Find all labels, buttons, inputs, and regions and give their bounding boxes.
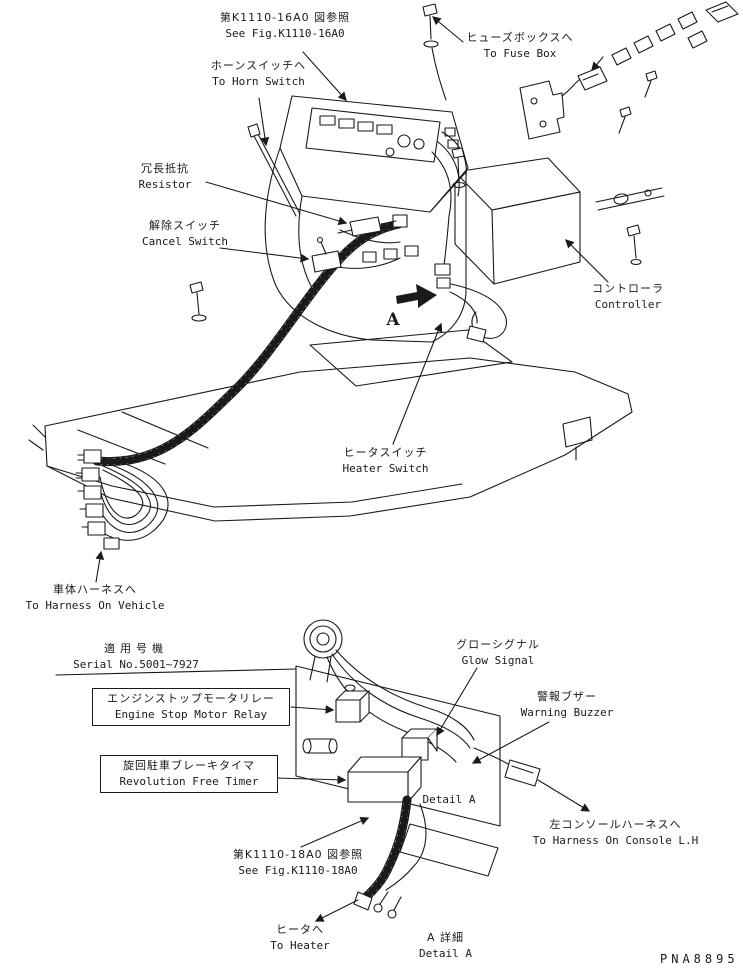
- resistor-jp: 冗長抵抗: [141, 162, 189, 175]
- label-harness-on-vehicle: 車体ハーネスへ To Harness On Vehicle: [2, 582, 188, 614]
- console-harness-jp: 左コンソールハーネスへ: [549, 818, 682, 831]
- glow-signal-en: Glow Signal: [461, 653, 535, 667]
- revolution-free-timer-en: Revolution Free Timer: [119, 774, 259, 788]
- engine-stop-motor-relay-jp: エンジンストップモータリレー: [107, 692, 275, 705]
- vehicle-connector-stack: [75, 449, 169, 550]
- heater-switch-part: [434, 263, 507, 343]
- serial-underline: [55, 668, 297, 676]
- fuse-box-jp: ヒューズボックスへ: [466, 31, 574, 44]
- label-console-harness: 左コンソールハーネスへ To Harness On Console L.H: [518, 817, 713, 849]
- label-cancel-switch: 解除スイッチ Cancel Switch: [120, 218, 250, 250]
- cancel-switch-en: Cancel Switch: [141, 234, 229, 248]
- label-heater: ヒータへ To Heater: [260, 922, 340, 954]
- revolution-free-timer-jp: 旋回駐車ブレーキタイマ: [123, 759, 255, 772]
- label-engine-stop-motor-relay: エンジンストップモータリレー Engine Stop Motor Relay: [92, 688, 290, 726]
- warning-buzzer-en: Warning Buzzer: [520, 705, 614, 719]
- warning-buzzer-jp: 警報ブザー: [537, 690, 597, 703]
- engine-stop-motor-relay-en: Engine Stop Motor Relay: [114, 707, 268, 721]
- fig-ref-top-en: See Fig.K1110-16A0: [225, 26, 345, 40]
- horn-switch-en: To Horn Switch: [212, 74, 305, 88]
- glow-signal-jp: グローシグナル: [456, 638, 540, 651]
- label-heater-switch: ヒータスイッチ Heater Switch: [328, 445, 443, 477]
- label-detail-a-callout: Detail A: [418, 792, 480, 808]
- detail-title-en: Detail A: [419, 946, 472, 960]
- heater-switch-en: Heater Switch: [342, 461, 429, 475]
- fig-ref-bottom-en: See Fig.K1110-18A0: [238, 863, 358, 877]
- capacitor-part: [302, 738, 338, 754]
- fuse-box-en: To Fuse Box: [483, 46, 557, 60]
- label-revolution-free-timer: 旋回駐車ブレーキタイマ Revolution Free Timer: [100, 755, 278, 793]
- grommet: [303, 619, 343, 683]
- view-arrow-a-glyph: [396, 284, 437, 308]
- drawing-number: PNA8895: [660, 952, 739, 966]
- heater-tube: [353, 795, 427, 919]
- detail-title-jp: A 詳細: [426, 931, 465, 944]
- console-harness-en: To Harness On Console L.H: [532, 833, 699, 847]
- horn-switch-jp: ホーンスイッチへ: [210, 59, 307, 72]
- horn-wire-part: [247, 123, 301, 217]
- label-view-arrow-a: A: [386, 310, 400, 330]
- glow-relay-part: [401, 728, 438, 761]
- bolt-top: [422, 3, 439, 48]
- timer-part: [347, 756, 422, 803]
- label-fuse-box: ヒューズボックスへ To Fuse Box: [460, 30, 580, 62]
- heater-jp: ヒータへ: [276, 923, 324, 936]
- label-resistor: 冗長抵抗 Resistor: [120, 161, 210, 193]
- label-fig-ref-bottom: 第K1110-18A0 図参照 See Fig.K1110-18A0: [218, 847, 378, 879]
- label-horn-switch: ホーンスイッチへ To Horn Switch: [196, 58, 321, 90]
- resistor-part: [337, 216, 397, 237]
- console-harness-connector: [504, 759, 591, 812]
- detail-panel: [295, 665, 501, 877]
- floor-plate: [28, 329, 633, 522]
- serial-range-jp: 適用号機: [104, 642, 168, 655]
- controller-jp: コントローラ: [592, 282, 664, 295]
- bolt-right: [626, 224, 642, 266]
- heater-en: To Heater: [270, 938, 330, 952]
- cancel-switch-jp: 解除スイッチ: [149, 219, 221, 232]
- controller-box: [454, 157, 581, 285]
- harness-on-vehicle-en: To Harness On Vehicle: [25, 598, 165, 612]
- instrument-pod: [279, 95, 469, 213]
- label-glow-signal: グローシグナル Glow Signal: [448, 637, 548, 669]
- label-serial-range: 適用号機 Serial No.5001~7927: [52, 641, 220, 673]
- serial-range-en: Serial No.5001~7927: [73, 657, 199, 671]
- fig-ref-top-jp: 第K1110-16A0 図参照: [219, 11, 351, 24]
- relay-row: [362, 245, 419, 263]
- fig-ref-bottom-jp: 第K1110-18A0 図参照: [232, 848, 364, 861]
- main-harness-tube: [92, 214, 408, 467]
- heater-switch-jp: ヒータスイッチ: [343, 446, 428, 459]
- bolt-left: [189, 281, 207, 322]
- engine-stop-relay-part: [335, 684, 370, 723]
- label-warning-buzzer: 警報ブザー Warning Buzzer: [502, 689, 632, 721]
- controller-en: Controller: [594, 297, 662, 311]
- detail-a-callout-en: Detail A: [422, 793, 476, 806]
- detail-harness: [326, 649, 509, 765]
- shaft-part: [595, 187, 665, 211]
- label-fig-ref-top: 第K1110-16A0 図参照 See Fig.K1110-16A0: [205, 10, 365, 42]
- fuse-box-parts: [519, 1, 739, 140]
- label-detail-title: A 詳細 Detail A: [408, 930, 483, 962]
- cancel-switch-part: [311, 236, 342, 273]
- resistor-en: Resistor: [138, 177, 192, 191]
- bolt-mid: [451, 147, 466, 189]
- label-controller: コントローラ Controller: [578, 281, 678, 313]
- leader-lines: [55, 16, 609, 922]
- harness-on-vehicle-jp: 車体ハーネスへ: [53, 583, 137, 596]
